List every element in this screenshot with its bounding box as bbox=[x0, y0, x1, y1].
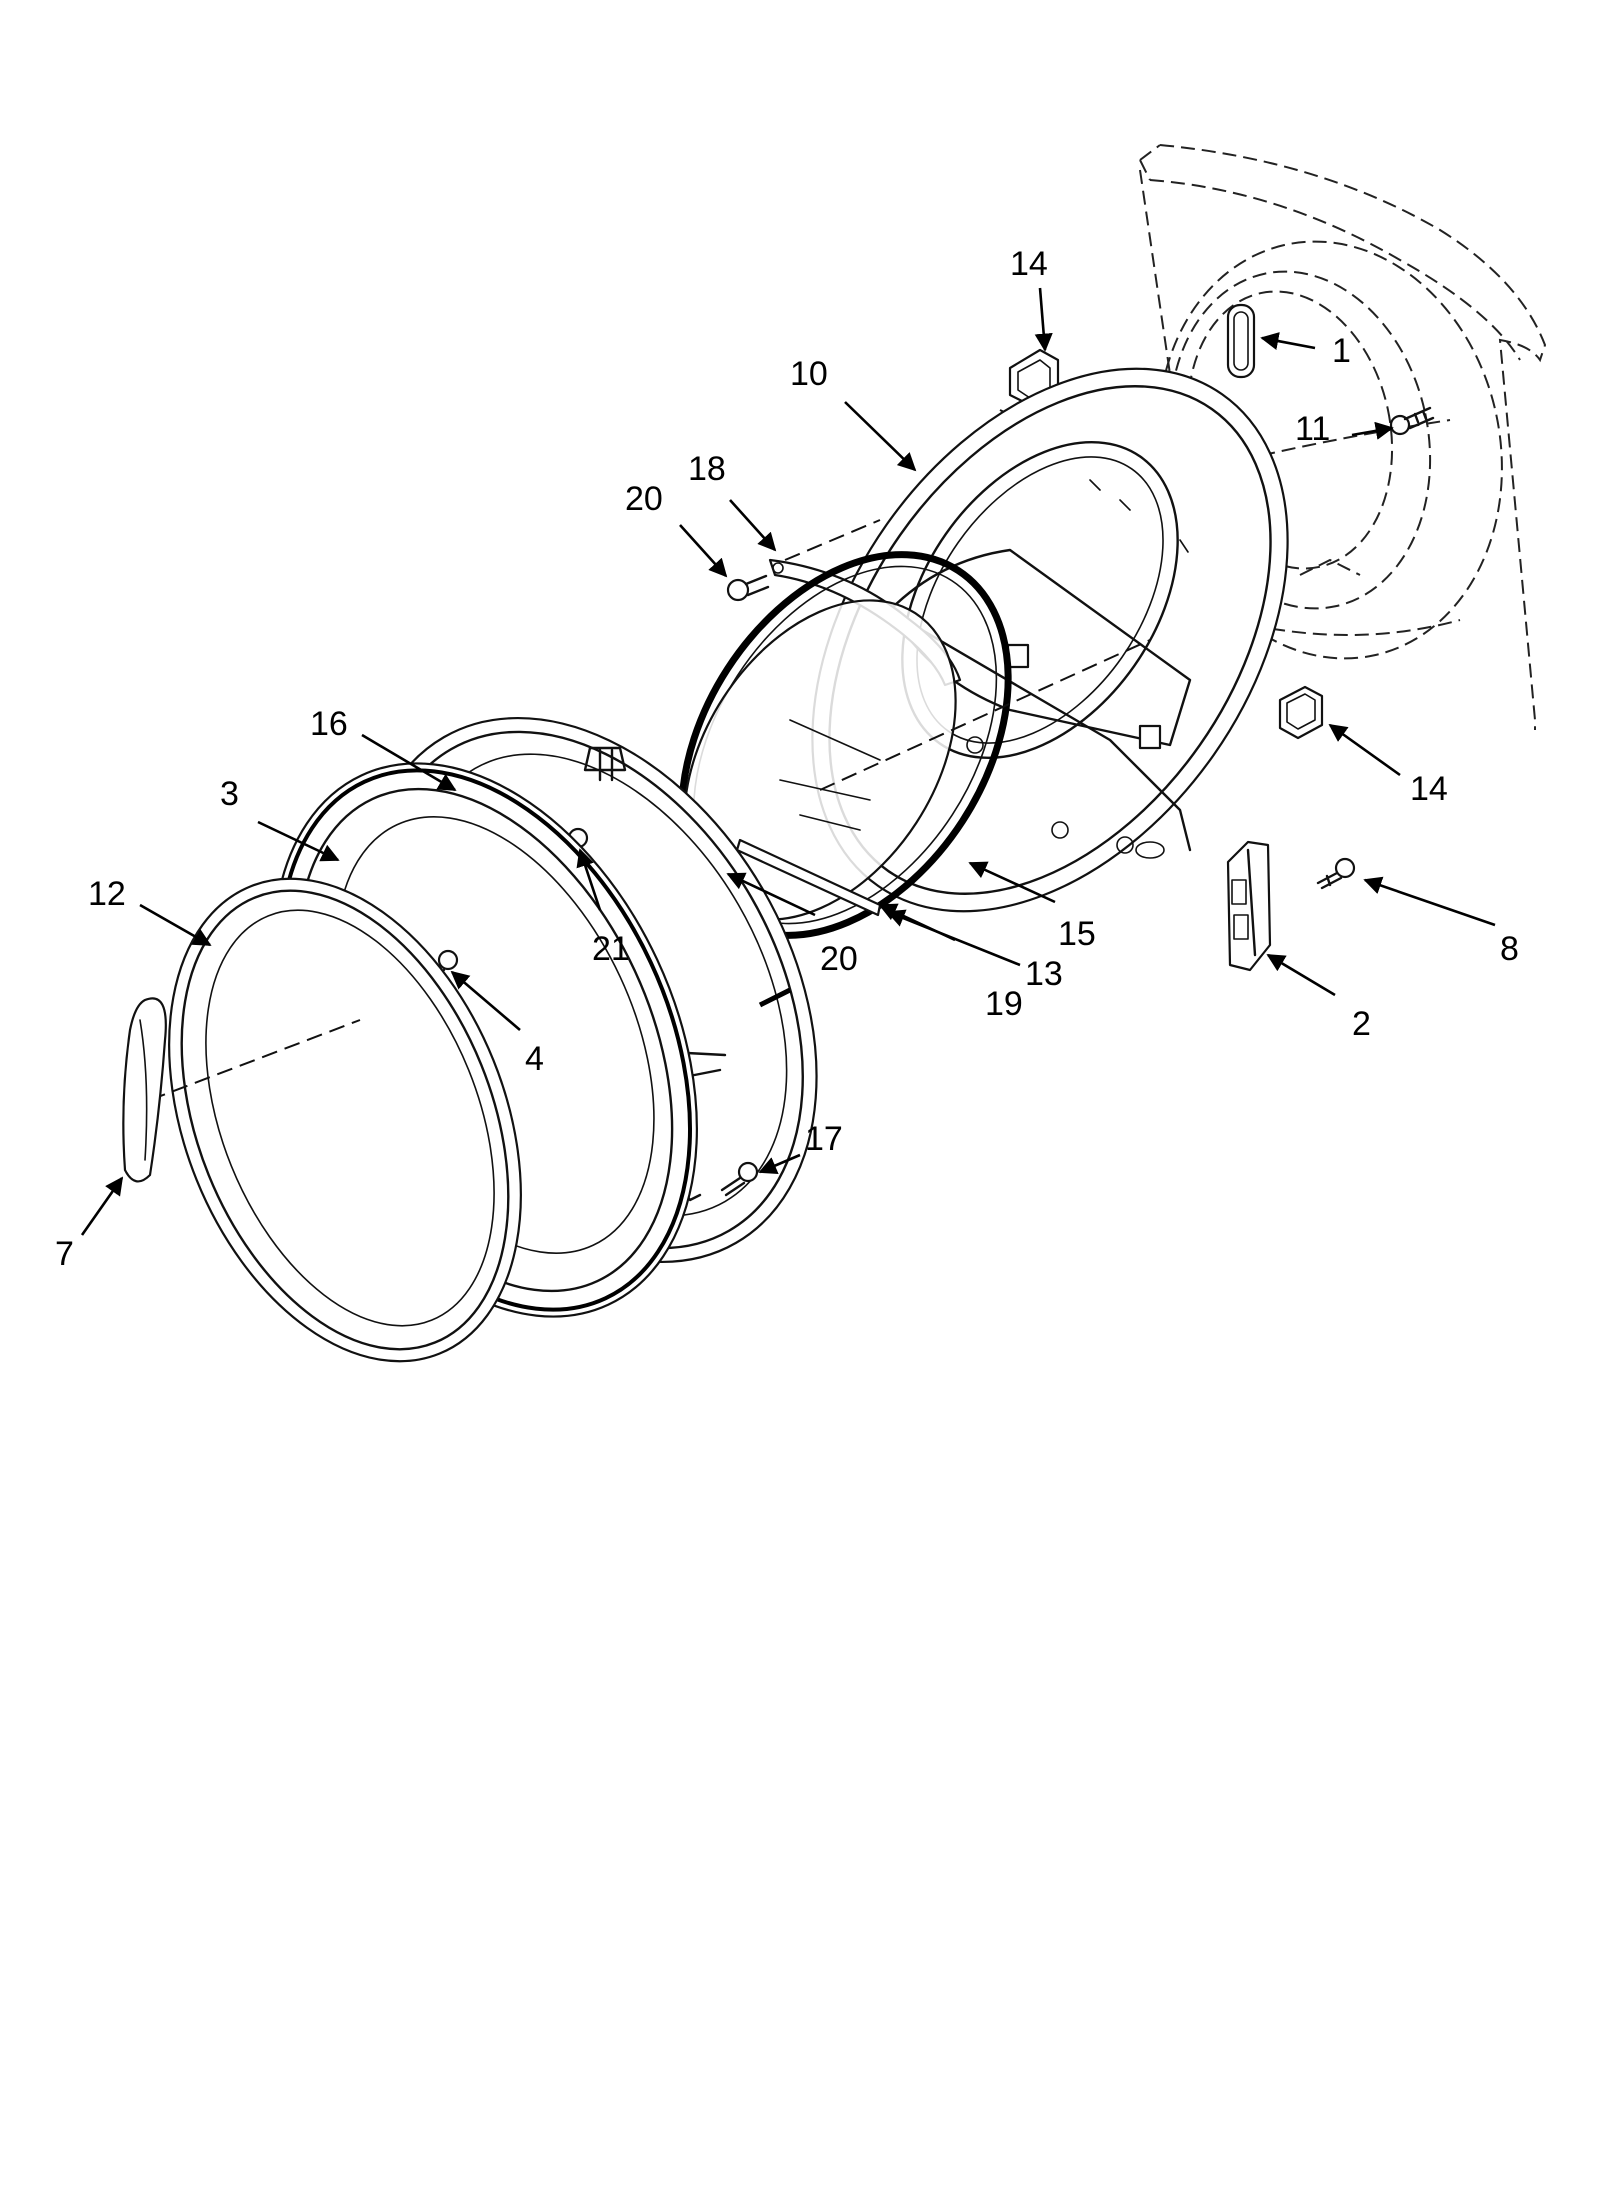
leader-lines bbox=[80, 287, 1496, 1236]
callout-16: 16 bbox=[310, 705, 348, 743]
callout-14-right: 14 bbox=[1410, 770, 1448, 808]
part-12-outer-ring bbox=[149, 877, 522, 1363]
part-17-screw bbox=[678, 1161, 759, 1202]
callout-14-top: 14 bbox=[1010, 245, 1048, 283]
callout-1: 1 bbox=[1332, 332, 1351, 370]
callout-13: 13 bbox=[1025, 955, 1063, 993]
part-1-handle bbox=[1226, 303, 1256, 379]
callout-11: 11 bbox=[1295, 410, 1330, 448]
callout-18: 18 bbox=[688, 450, 726, 488]
callout-labels: 1 2 3 4 7 8 10 11 12 13 14 14 15 16 17 1… bbox=[55, 245, 1519, 1273]
callout-21: 21 bbox=[592, 930, 630, 968]
callout-19: 19 bbox=[985, 985, 1023, 1023]
part-14-right-bracket bbox=[1278, 685, 1324, 740]
callout-2: 2 bbox=[1352, 1005, 1371, 1043]
callout-4: 4 bbox=[525, 1040, 544, 1078]
part-7-handle-cover bbox=[122, 997, 167, 1183]
callout-10: 10 bbox=[790, 355, 828, 393]
part-8-screw bbox=[1316, 857, 1356, 890]
callout-7: 7 bbox=[55, 1235, 74, 1273]
part-2-hinge bbox=[1226, 840, 1272, 972]
callout-8: 8 bbox=[1500, 930, 1519, 968]
callout-15: 15 bbox=[1058, 915, 1096, 953]
part-19-retainer-strip bbox=[735, 838, 882, 917]
part-20-top-screw bbox=[726, 574, 770, 602]
callout-20-top: 20 bbox=[625, 480, 663, 518]
part-11-screw bbox=[1389, 406, 1435, 436]
callout-20-mid: 20 bbox=[820, 940, 858, 978]
callout-3: 3 bbox=[220, 775, 239, 813]
callout-12: 12 bbox=[88, 875, 126, 913]
callout-17: 17 bbox=[805, 1120, 843, 1158]
